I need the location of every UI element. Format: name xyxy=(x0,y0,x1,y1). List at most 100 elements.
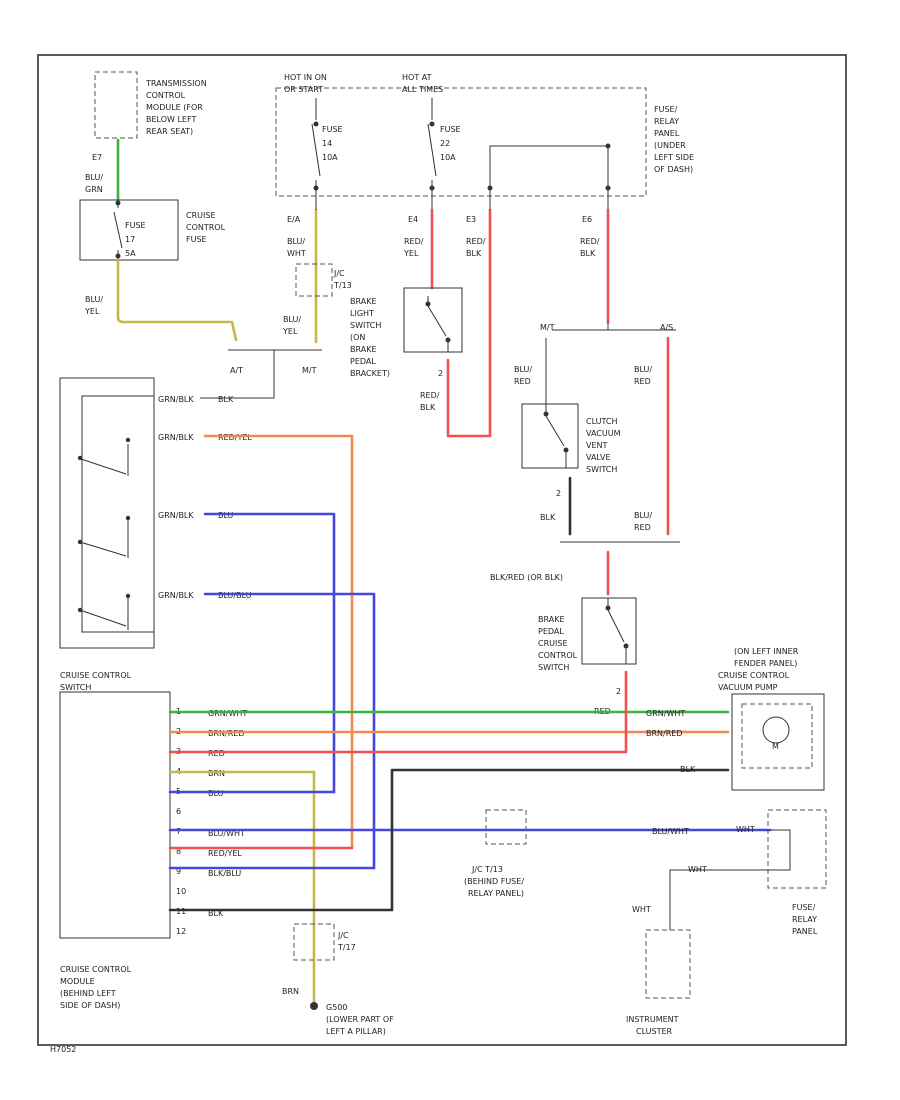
node xyxy=(605,605,611,611)
jc3-label: J/C T/17 xyxy=(337,931,356,952)
instrument-cluster-label: INSTRUMENT CLUSTER xyxy=(626,1015,681,1036)
hot-at-label: HOT AT ALL TIMES xyxy=(402,73,443,94)
red-yel-label: RED/ YEL xyxy=(403,237,426,258)
svg-text:BRN/RED: BRN/RED xyxy=(208,729,245,738)
wire-red xyxy=(168,670,628,754)
switch-wire-4: BLU/BLU xyxy=(218,591,252,600)
panel2-link xyxy=(770,829,791,871)
vacuum-pump-label: (ON LEFT INNER FENDER PANEL) CRUISE CONT… xyxy=(718,647,801,692)
cruise-fuse-rating: FUSE 17 5A xyxy=(125,221,148,258)
svg-text:GRN/WHT: GRN/WHT xyxy=(208,709,247,718)
node xyxy=(487,185,493,191)
svg-text:BLK: BLK xyxy=(208,909,224,918)
jc-t17 xyxy=(293,923,335,961)
brake-switch-pin2: 2 xyxy=(438,369,443,378)
vacuum-pump xyxy=(731,693,825,791)
svg-text:11: 11 xyxy=(176,907,186,916)
svg-text:BRN: BRN xyxy=(208,769,225,778)
brn-red-right-label: BRN/RED xyxy=(646,729,683,738)
red-blk-2-label: RED/ BLK xyxy=(580,237,602,258)
cruise-fuse-label: CRUISE CONTROL FUSE xyxy=(186,211,228,244)
node xyxy=(605,185,611,191)
blu-red-3-label: BLU/ RED xyxy=(634,511,655,532)
wire-red-blk-loop xyxy=(446,208,492,438)
node xyxy=(543,411,549,417)
node xyxy=(429,121,435,127)
wire-brn xyxy=(168,770,316,1006)
wire-red-yel-switch xyxy=(203,434,354,850)
cruise-switch-outer xyxy=(59,377,155,649)
instrument-cluster xyxy=(645,929,691,999)
module-pins: 1 2 3 4 5 6 7 8 9 10 11 12 xyxy=(176,707,186,936)
switch-wire-3: BLU xyxy=(218,511,234,520)
node xyxy=(445,337,451,343)
mt-right-label: M/T xyxy=(540,323,555,332)
svg-text:BLU/WHT: BLU/WHT xyxy=(208,829,245,838)
cruise-fuse-box xyxy=(79,199,179,261)
fuse14-symbol xyxy=(311,98,321,196)
red-blk-3-label: RED/ BLK xyxy=(420,391,442,412)
mt-as-split xyxy=(552,322,676,331)
fuse14-label: FUSE 14 10A xyxy=(322,125,345,162)
pin-e6: E6 xyxy=(582,215,592,224)
wht-label-3: WHT xyxy=(632,905,651,914)
tcm-label: TRANSMISSION CONTROL MODULE (FOR BELOW L… xyxy=(145,79,209,136)
as-label: A/S xyxy=(660,323,673,332)
blu-yel-mid-label: BLU/ YEL xyxy=(282,315,304,336)
node xyxy=(313,185,319,191)
svg-text:10: 10 xyxy=(176,887,186,896)
motor-label: M xyxy=(772,742,779,751)
blu-grn-label: BLU/ GRN xyxy=(85,173,106,194)
pin-ea: E/A xyxy=(287,215,301,224)
fuse-relay-panel xyxy=(275,87,647,197)
switch-wire-2: RED/YEL xyxy=(218,433,252,442)
brake-pedal-switch xyxy=(581,597,637,665)
tcm-box xyxy=(94,71,138,139)
blu-yel-left-label: BLU/ YEL xyxy=(84,295,106,316)
node xyxy=(605,143,611,149)
fuse-panel-label: FUSE/ RELAY PANEL (UNDER LEFT SIDE OF DA… xyxy=(654,105,697,174)
jc-t13-mid xyxy=(485,809,527,845)
blu-red-1-label: BLU/ RED xyxy=(514,365,535,386)
node xyxy=(429,185,435,191)
node xyxy=(425,301,431,307)
blk-clutch-label: BLK xyxy=(540,513,556,522)
brake-pedal-contact xyxy=(607,598,627,664)
diagram-code: H7052 xyxy=(50,1045,76,1054)
cruise-module-label: CRUISE CONTROL MODULE (BEHIND LEFT SIDE … xyxy=(60,965,134,1010)
pin-e4: E4 xyxy=(408,215,418,224)
svg-text:7: 7 xyxy=(176,827,181,836)
diagram-frame xyxy=(37,54,847,1046)
switch-pin-3: GRN/BLK xyxy=(158,511,194,520)
hot-on-label: HOT IN ON OR START xyxy=(284,73,329,94)
node xyxy=(563,447,569,453)
wire-wht-instrument xyxy=(669,869,770,930)
fuse-relay-panel-2 xyxy=(767,809,827,889)
cruise-control-module xyxy=(59,691,171,939)
cruise-switch-contacts xyxy=(77,437,131,630)
node xyxy=(623,643,629,649)
jc-label: J/C T/13 xyxy=(333,269,352,290)
cruise-switch-label: CRUISE CONTROL SWITCH xyxy=(60,671,134,692)
svg-text:RED: RED xyxy=(208,749,225,758)
mt-label: M/T xyxy=(302,366,317,375)
switch-pin-2: GRN/BLK xyxy=(158,433,194,442)
ground-label: G500 (LOWER PART OF LEFT A PILLAR) xyxy=(326,1003,396,1036)
svg-text:8: 8 xyxy=(176,847,181,856)
blk-right-label: BLK xyxy=(680,765,696,774)
svg-text:9: 9 xyxy=(176,867,181,876)
fuse22-label: FUSE 22 10A xyxy=(440,125,463,162)
grn-wht-right-label: GRN/WHT xyxy=(646,709,685,718)
fuse17-symbol xyxy=(113,200,123,260)
cruise-switch-inner xyxy=(81,395,155,633)
clutch-switch-label: CLUTCH VACUUM VENT VALVE SWITCH xyxy=(586,417,623,474)
at-label: A/T xyxy=(230,366,243,375)
node xyxy=(313,121,319,127)
brn-label: BRN xyxy=(282,987,299,996)
pin-e3: E3 xyxy=(466,215,476,224)
vacuum-pump-inner xyxy=(741,703,813,769)
switch-wire-1: BLK xyxy=(218,395,234,404)
fuse-panel-2-label: FUSE/ RELAY PANEL xyxy=(792,903,820,936)
wht-label-2: WHT xyxy=(688,865,707,874)
